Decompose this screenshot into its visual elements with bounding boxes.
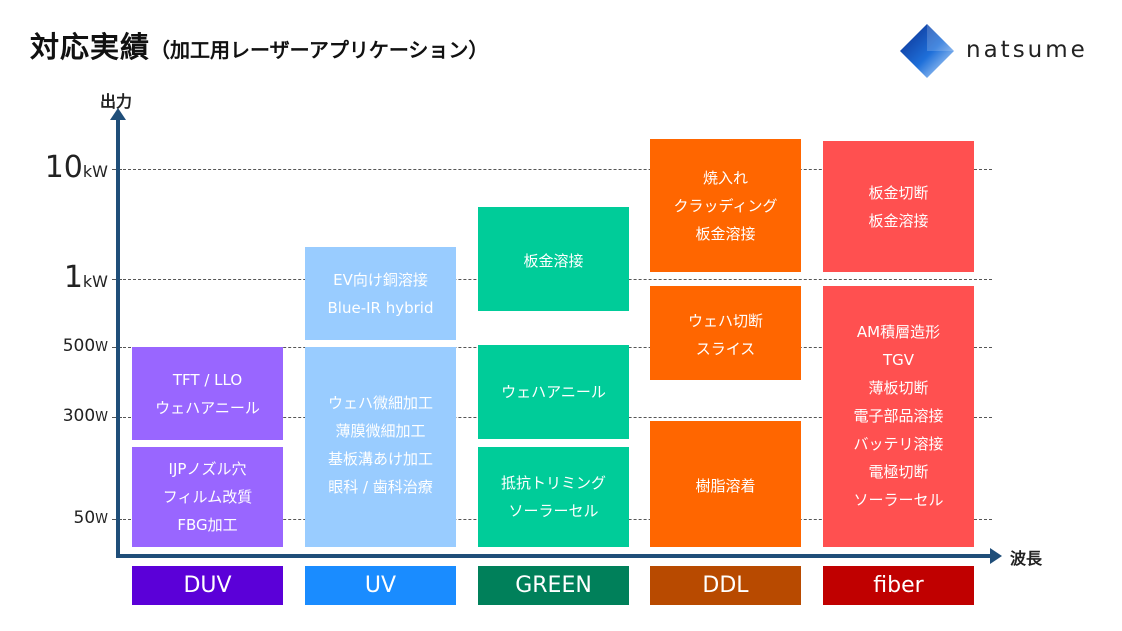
box-line: 焼入れ — [702, 168, 748, 187]
box-line: 樹脂溶着 — [695, 477, 756, 495]
box-line: 抵抗トリミング — [500, 474, 606, 492]
tick-label-10kw: 10kW — [45, 150, 108, 185]
box-line: ウェハアニール — [501, 383, 606, 401]
box-line: ソーラーセル — [508, 502, 599, 520]
category-label-duv: DUV — [132, 566, 283, 605]
natsume-logo: natsume — [898, 22, 1098, 82]
box-line: 薄膜微細加工 — [335, 422, 426, 440]
box-line: 板金溶接 — [868, 211, 929, 230]
title-sub: （加工用レーザーアプリケーション） — [150, 38, 489, 62]
application-box-uv-low: ウェハ微細加工 薄膜微細加工 基板溝あけ加工 眼科 / 歯科治療 — [305, 347, 456, 547]
box-line: TGV — [882, 351, 915, 369]
application-box-duv-low: IJPノズル穴 フィルム改質 FBG加工 — [132, 447, 283, 547]
page-title: 対応実績（加工用レーザーアプリケーション） — [30, 24, 488, 66]
box-line: 電極切断 — [868, 463, 929, 481]
y-axis — [116, 118, 120, 558]
tick-label-1kw: 1kW — [64, 260, 108, 295]
box-line: IJPノズル穴 — [168, 460, 247, 478]
box-line: 薄板切断 — [868, 379, 929, 397]
x-axis — [116, 554, 994, 558]
application-box-uv-high: EV向け銅溶接 Blue-IR hybrid — [305, 247, 456, 340]
box-line: Blue-IR hybrid — [327, 298, 434, 317]
box-line: FBG加工 — [177, 516, 238, 534]
box-line: スライス — [695, 340, 756, 358]
box-line: 板金切断 — [868, 183, 929, 202]
gridline-10kw — [118, 169, 992, 170]
x-axis-label: 波長 — [1010, 549, 1043, 568]
category-label-fiber: fiber — [823, 566, 974, 605]
application-box-ddl-low: 樹脂溶着 — [650, 421, 801, 547]
box-line: 板金溶接 — [523, 252, 584, 270]
category-label-uv: UV — [305, 566, 456, 605]
tick-unit: W — [95, 512, 108, 527]
box-line: 板金溶接 — [695, 224, 756, 243]
tick-unit: W — [95, 410, 108, 425]
tick-unit: W — [95, 340, 108, 355]
tick-label-50w: 50W — [74, 508, 109, 528]
box-line: TFT / LLO — [172, 370, 243, 389]
tick-unit: kW — [82, 272, 108, 291]
box-line: AM積層造形 — [856, 323, 941, 341]
application-box-ddl-high: 焼入れ クラッディング 板金溶接 — [650, 139, 801, 272]
box-line: EV向け銅溶接 — [333, 270, 428, 289]
x-axis-arrow-icon — [990, 548, 1002, 564]
box-line: バッテリ溶接 — [853, 435, 944, 453]
title-main: 対応実績 — [30, 30, 151, 64]
application-box-fiber-high: 板金切断 板金溶接 — [823, 141, 974, 272]
tick-num: 300 — [62, 406, 96, 426]
application-box-green-low: 抵抗トリミング ソーラーセル — [478, 447, 629, 547]
y-axis-arrow-icon — [110, 108, 126, 120]
application-box-green-high: 板金溶接 — [478, 207, 629, 311]
logo-wordmark: natsume — [966, 37, 1088, 63]
tick-num: 500 — [62, 336, 96, 356]
tick-label-500w: 500W — [63, 336, 108, 356]
tick-num: 1 — [63, 260, 83, 295]
application-box-green-mid: ウェハアニール — [478, 345, 629, 439]
box-line: ソーラーセル — [853, 491, 944, 509]
application-box-ddl-mid: ウェハ切断 スライス — [650, 286, 801, 380]
box-line: 基板溝あけ加工 — [327, 450, 433, 468]
box-line: ウェハアニール — [155, 398, 260, 417]
category-label-ddl: DDL — [650, 566, 801, 605]
tick-unit: kW — [82, 162, 108, 181]
box-line: フィルム改質 — [162, 488, 253, 506]
box-line: クラッディング — [673, 196, 778, 215]
application-box-fiber-low: AM積層造形 TGV 薄板切断 電子部品溶接 バッテリ溶接 電極切断 ソーラーセ… — [823, 286, 974, 547]
application-box-duv-high: TFT / LLO ウェハアニール — [132, 347, 283, 440]
box-line: 電子部品溶接 — [853, 407, 944, 425]
category-label-green: GREEN — [478, 566, 629, 605]
box-line: ウェハ微細加工 — [327, 394, 433, 412]
diamond-logo-icon — [900, 24, 954, 78]
y-axis-label: 出力 — [100, 92, 133, 111]
box-line: ウェハ切断 — [687, 312, 763, 330]
tick-num: 10 — [44, 150, 83, 185]
tick-num: 50 — [73, 508, 96, 528]
box-line: 眼科 / 歯科治療 — [328, 478, 433, 496]
tick-label-300w: 300W — [63, 406, 108, 426]
